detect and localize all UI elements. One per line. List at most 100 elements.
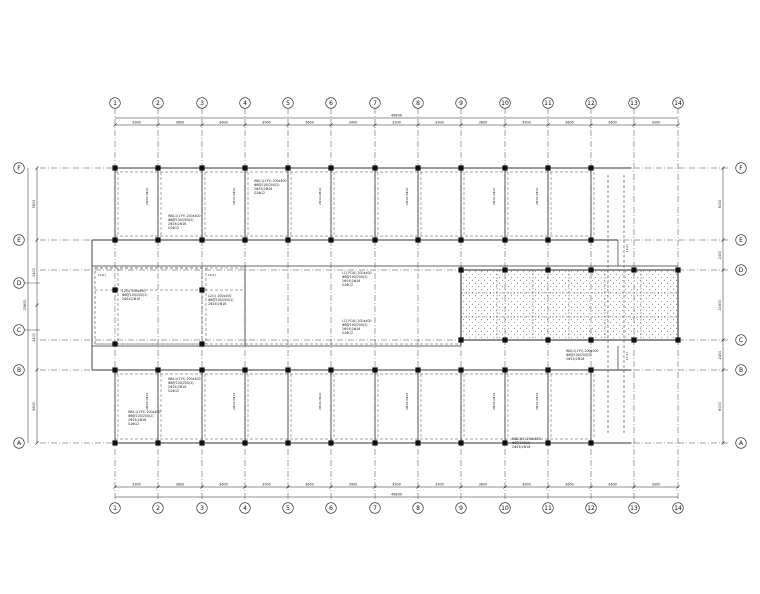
- bubble-top-6-circle: [325, 97, 337, 109]
- vertical-beam-tag: 2Φ16;2Φ16: [535, 188, 539, 205]
- column: [199, 367, 205, 373]
- right-dim-value: 2400: [718, 351, 722, 360]
- left-dim-value: 2400: [32, 333, 36, 342]
- column: [242, 367, 248, 373]
- bubble-right-F-label: F: [739, 165, 743, 172]
- top-dim-value: 3900: [392, 121, 401, 125]
- beam-note-n6-line: WKL1(1YY) 200x400: [128, 410, 161, 414]
- bubble-bottom-6-label: 6: [329, 505, 333, 512]
- beam-note-n1-line: Φ8@100/200(2): [254, 183, 279, 187]
- column: [458, 440, 464, 446]
- bubble-top-6-label: 6: [329, 100, 333, 107]
- column: [458, 165, 464, 171]
- bubble-bottom-13-circle: [628, 502, 640, 514]
- bubble-left-D-label: D: [17, 280, 22, 287]
- beam-note-n1-line: G2Φ12: [254, 191, 265, 195]
- bubble-top-14-label: 14: [674, 100, 682, 107]
- beam-note-n8-line: Φ8@100/200(2): [122, 293, 147, 297]
- column: [372, 237, 378, 243]
- bottom-dim-value: 3600: [479, 483, 488, 487]
- beam-note-n7-line: 2Φ16;2Φ16: [208, 302, 226, 306]
- column: [285, 237, 291, 243]
- left-dim-total: 23600: [23, 300, 27, 311]
- beam-note-n9-line: WKL3(1) 200x500: [512, 437, 541, 441]
- beam-note-n4-line: Φ8@100/200(2): [342, 323, 367, 327]
- column: [631, 337, 637, 343]
- l2-tag: L2(1): [98, 273, 106, 277]
- vertical-beam-tag: 2Φ16;2Φ16: [318, 393, 322, 410]
- column: [155, 440, 161, 446]
- column: [285, 440, 291, 446]
- bubble-bottom-5-circle: [282, 502, 294, 514]
- beam-note-n10-line: WKL1(1YY) 200x500: [566, 349, 599, 353]
- left-dim-value: 2400: [32, 268, 36, 277]
- bubble-top-5-circle: [282, 97, 294, 109]
- bubble-left-A-label: A: [17, 440, 22, 447]
- bubble-bottom-1-circle: [109, 502, 121, 514]
- vertical-beam-tag: 2Φ16;2Φ16: [492, 188, 496, 205]
- beam-note-n8-line: L2(1) 200x400: [122, 289, 145, 293]
- grid-bubbles: 11223344556677889910101111121213131414FE…: [13, 97, 747, 514]
- beam-note-n6-line: Φ8@100/200(2): [128, 414, 153, 418]
- column: [199, 165, 205, 171]
- bubble-top-13-label: 13: [630, 100, 638, 107]
- bubble-top-3-circle: [196, 97, 208, 109]
- column: [415, 367, 421, 373]
- column: [372, 165, 378, 171]
- right-dim-value: 6000: [718, 402, 722, 411]
- bubble-bottom-2-circle: [152, 502, 164, 514]
- column: [199, 341, 205, 347]
- bubble-bottom-9-circle: [455, 502, 467, 514]
- beam-note-n9-line: 2Φ16;2Φ16: [512, 445, 530, 449]
- column: [502, 237, 508, 243]
- column: [675, 337, 681, 343]
- column: [588, 237, 594, 243]
- bubble-top-2-circle: [152, 97, 164, 109]
- bubble-left-A-circle: [13, 437, 25, 449]
- bubble-top-4-circle: [239, 97, 251, 109]
- bubble-left-E-circle: [13, 234, 25, 246]
- columns: [112, 165, 681, 446]
- hatched-slab-area: [460, 269, 679, 341]
- bubble-right-B-label: B: [739, 367, 743, 374]
- column: [372, 440, 378, 446]
- top-dim-value: 3900: [652, 121, 661, 125]
- bubble-right-E-label: E: [739, 237, 743, 244]
- beam-note-n2-line: Φ8@100/200(2): [168, 218, 193, 222]
- bubble-bottom-8-label: 8: [416, 505, 420, 512]
- left-tick: [35, 441, 39, 445]
- bubble-bottom-8-circle: [412, 502, 424, 514]
- bubble-left-F-label: F: [17, 165, 21, 172]
- bubble-bottom-3-circle: [196, 502, 208, 514]
- column: [545, 440, 551, 446]
- bubble-bottom-4-label: 4: [243, 505, 247, 512]
- top-dim-value: 3900: [349, 121, 358, 125]
- beam-note-n7-line: L2(1) 200x400: [208, 294, 231, 298]
- bottom-dim-value: 3600: [305, 483, 314, 487]
- top-dim-total: 49800: [391, 114, 402, 118]
- top-dim-value: 3600: [479, 121, 488, 125]
- beam-note-n10-line: 2Φ16;2Φ16: [566, 357, 584, 361]
- beam-note-n4-line: 2Φ16;2Φ16: [342, 327, 360, 331]
- bubble-bottom-1-label: 1: [113, 505, 117, 512]
- column: [588, 165, 594, 171]
- bubble-bottom-7-circle: [369, 502, 381, 514]
- vertical-beam-tag: 2Φ16;2Φ16: [145, 393, 149, 410]
- bubble-bottom-10-label: 10: [501, 505, 509, 512]
- beam-annotations: WKL1(1YY) 200x400Φ8@100/200(2)2Φ16;2Φ16G…: [98, 179, 629, 449]
- column: [502, 337, 508, 343]
- column: [112, 287, 118, 293]
- right-dim-value: 6000: [718, 200, 722, 209]
- bubble-top-4-label: 4: [243, 100, 247, 107]
- stair-room: [94, 267, 203, 345]
- top-dim-value: 3900: [132, 121, 141, 125]
- column: [545, 367, 551, 373]
- left-tick: [35, 238, 39, 242]
- vertical-beam-tag: 2Φ16;2Φ16: [492, 393, 496, 410]
- bottom-dim-value: 3900: [132, 483, 141, 487]
- beam-note-n3-line: 2Φ16;2Φ16: [342, 279, 360, 283]
- top-dim-value: 3600: [176, 121, 185, 125]
- column: [545, 267, 551, 273]
- bubble-top-13-circle: [628, 97, 640, 109]
